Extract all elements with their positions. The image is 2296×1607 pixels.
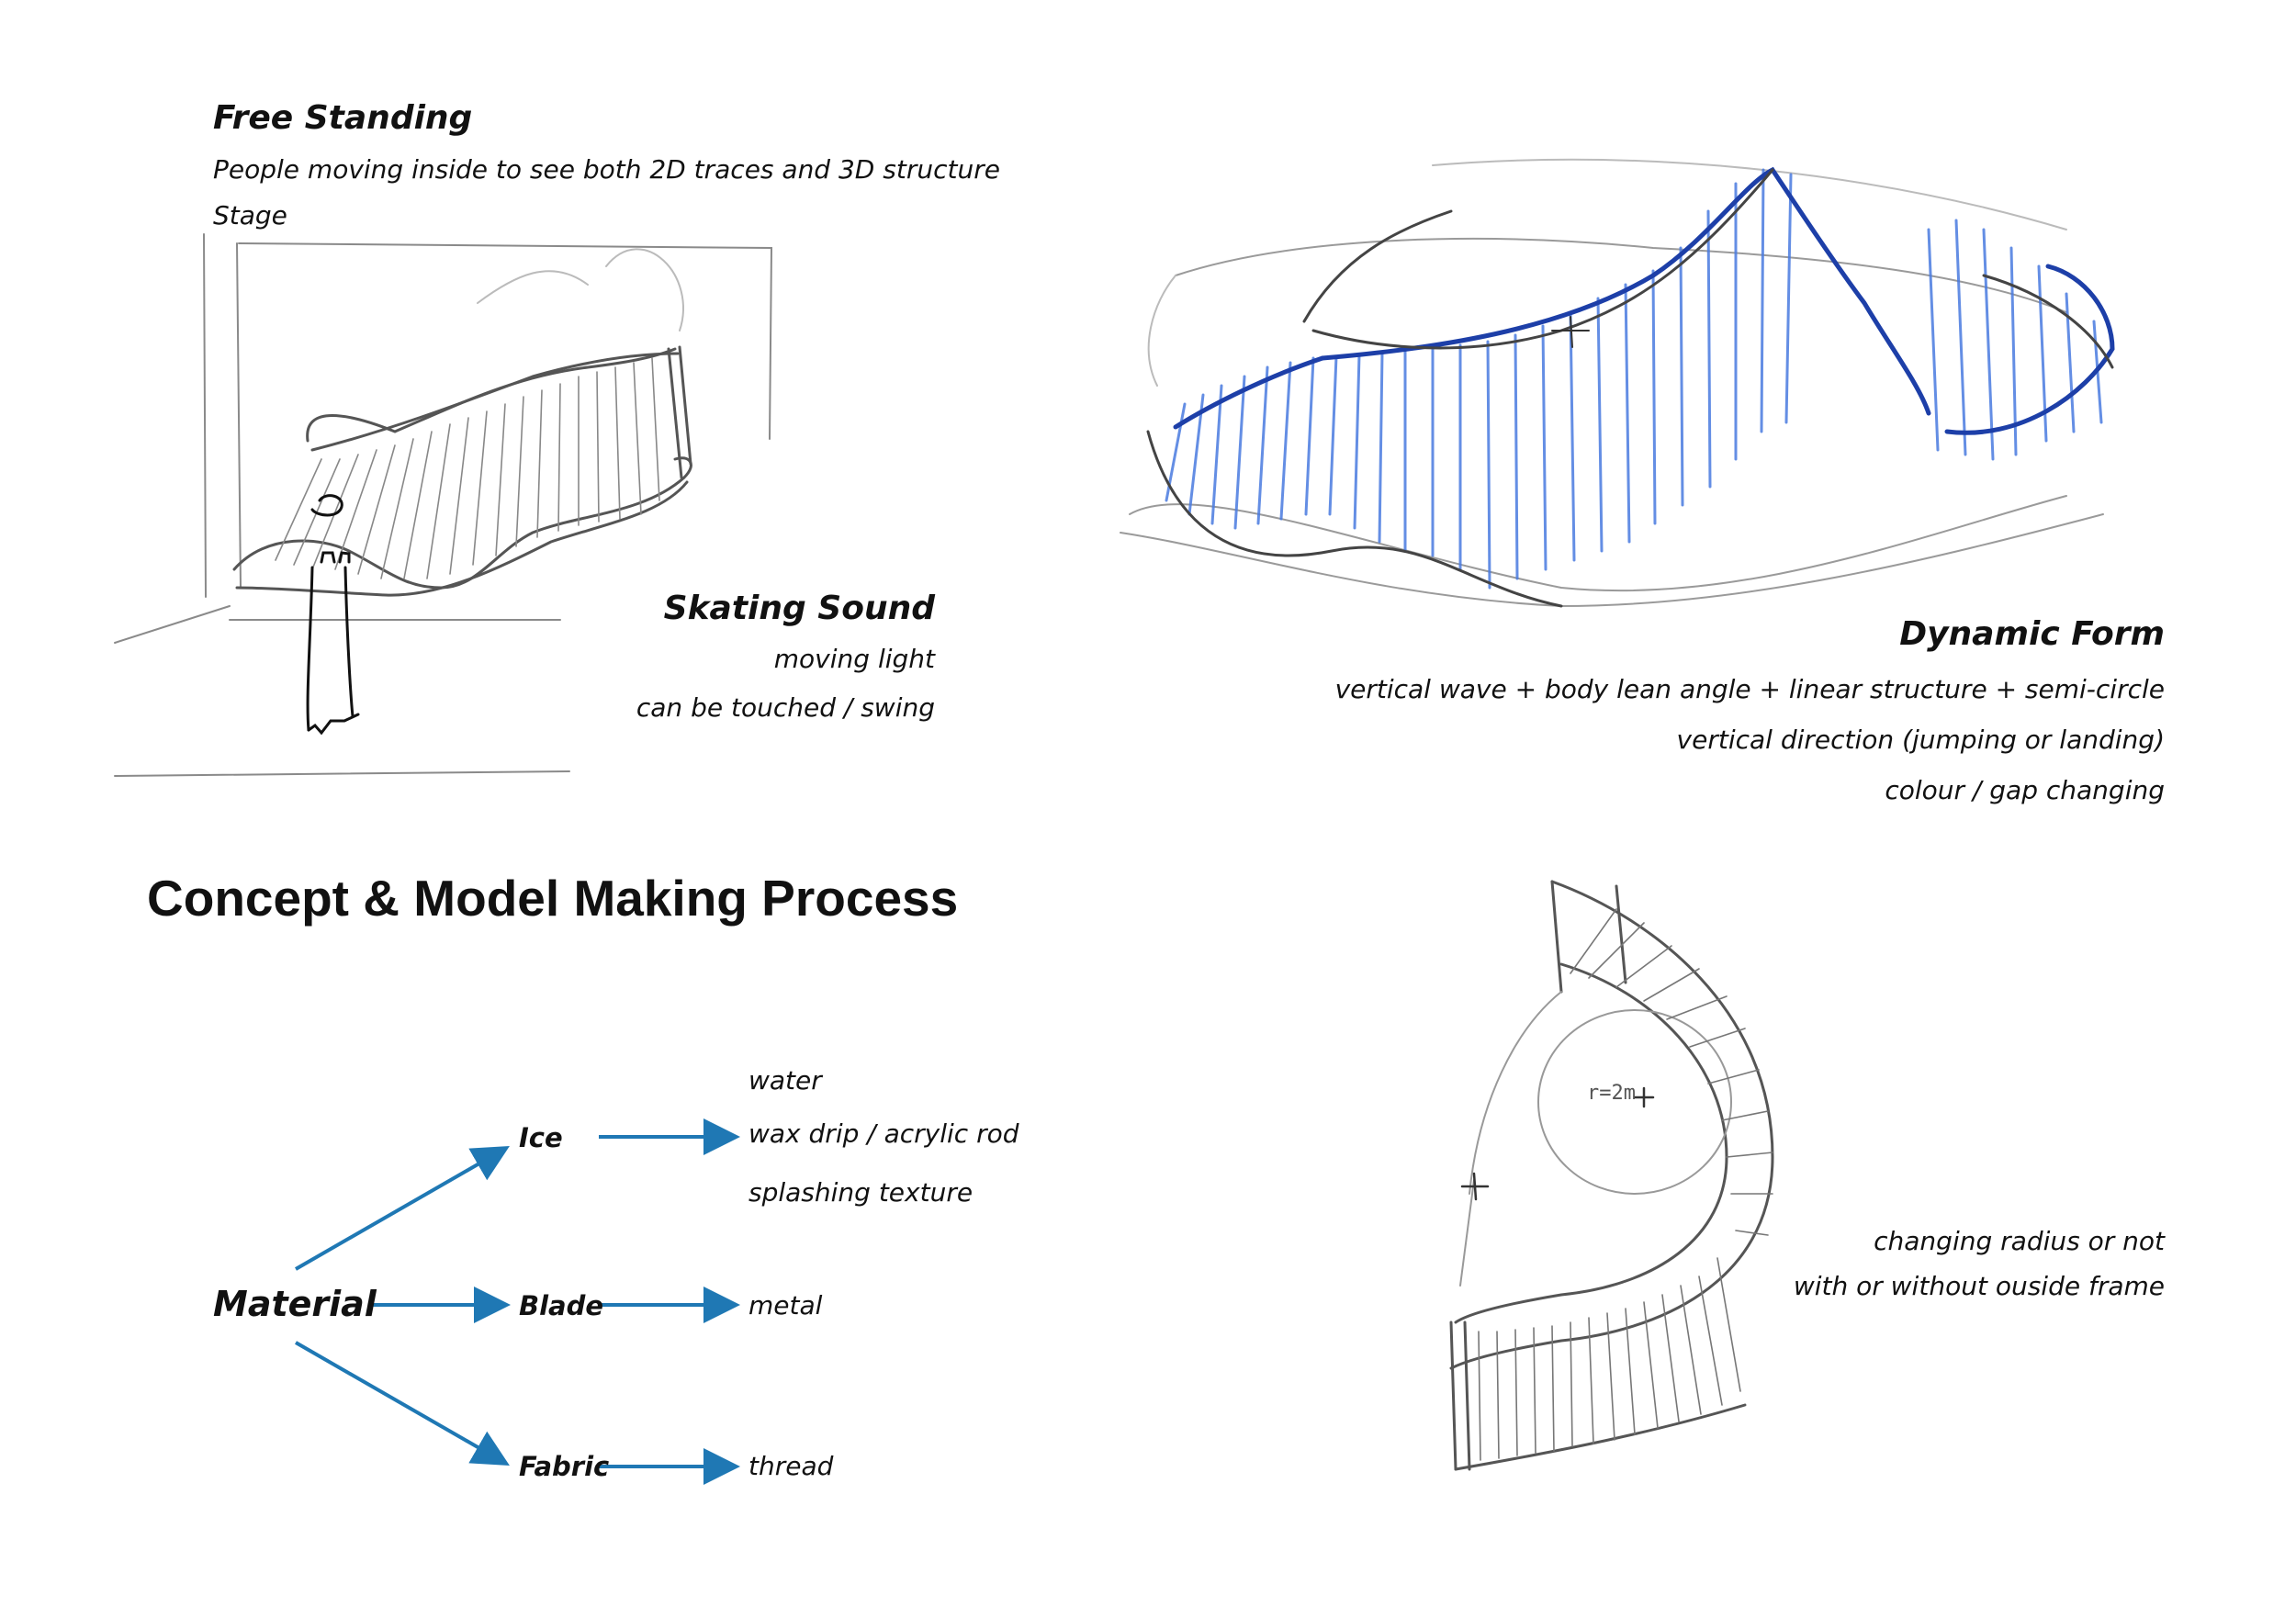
- free-standing-description: People moving inside to see both 2D trac…: [213, 154, 1000, 185]
- dynamic-form-title: Dynamic Form: [1899, 615, 2165, 653]
- sketch-radius-annotation: r=2m: [1587, 1082, 1636, 1105]
- branch-ice-label: Ice: [519, 1122, 563, 1153]
- branch-blade-label: Blade: [519, 1290, 604, 1321]
- ice-result-splashing-texture: splashing texture: [748, 1177, 974, 1208]
- skating-sound-title: Skating Sound: [663, 590, 935, 627]
- page-title: Concept & Model Making Process: [147, 870, 959, 927]
- dynamic-form-line-1: vertical wave + body lean angle + linear…: [1334, 674, 2165, 704]
- branch-fabric-label: Fabric: [519, 1451, 610, 1482]
- blade-result-metal: metal: [748, 1290, 823, 1320]
- skating-sound-line-1: moving light: [773, 644, 935, 674]
- arrow-material-to-ice: [295, 1146, 510, 1271]
- dynamic-form-line-2: vertical direction (jumping or landing): [1676, 725, 2165, 755]
- radius-note-line-1: changing radius or not: [1874, 1226, 2165, 1256]
- ice-result-water: water: [748, 1065, 822, 1096]
- arrow-material-to-fabric: [295, 1341, 510, 1466]
- fabric-result-thread: thread: [748, 1451, 834, 1481]
- dynamic-form-line-3: colour / gap changing: [1885, 775, 2165, 805]
- free-standing-stage-label: Stage: [213, 200, 287, 230]
- free-standing-title: Free Standing: [213, 99, 473, 137]
- skating-sound-line-2: can be touched / swing: [636, 692, 935, 723]
- material-root-label: Material: [213, 1284, 377, 1324]
- ice-result-wax-drip: wax drip / acrylic rod: [748, 1118, 1019, 1149]
- radius-note-line-2: with or without ouside frame: [1793, 1271, 2165, 1301]
